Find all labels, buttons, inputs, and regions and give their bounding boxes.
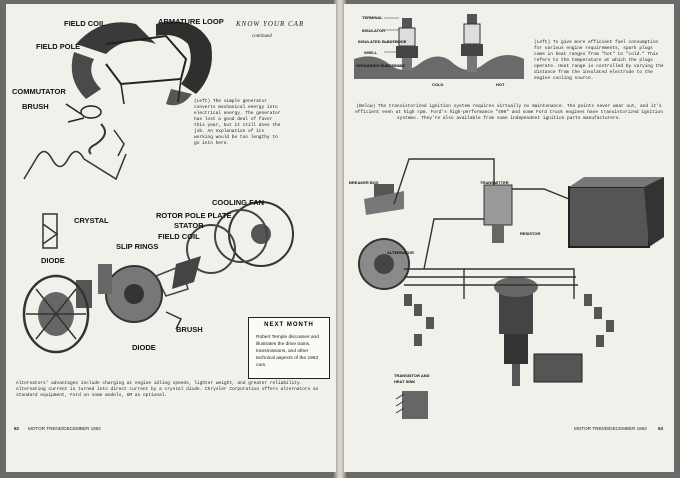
footer-publication-right: MOTOR TREND/DECEMBER 1962 (574, 426, 647, 431)
label-grounded-electrode: GROUNDED ELECTRODE (356, 63, 406, 68)
label-insulator: INSULATOR (362, 28, 385, 33)
footer-publication-left: MOTOR TREND/DECEMBER 1962 (28, 426, 101, 431)
label-commutator: COMMUTATOR (12, 87, 66, 96)
label-alternator: ALTERNATOR (387, 250, 414, 255)
label-breaker-box: BREAKER BOX (349, 180, 379, 185)
ignition-system-illustration (358, 158, 664, 419)
label-diode-2: DIODE (132, 343, 156, 352)
left-page: KNOW YOUR CAR continued FIELD COIL ARMAT… (6, 4, 336, 472)
plug-caption: (Left) To give more efficient fuel consu… (534, 40, 664, 81)
label-shell: SHELL (364, 50, 378, 55)
label-slip-rings: SLIP RINGS (116, 242, 159, 251)
label-resistor: RESISTOR (520, 231, 541, 236)
label-transistor: TRANSISTOR AND HEAT SINK (394, 373, 430, 384)
label-terminal: TERMINAL (362, 15, 383, 20)
bottom-caption: Alternators' advantages include charging… (16, 381, 319, 398)
label-crystal: CRYSTAL (74, 216, 109, 225)
label-hot: HOT (496, 82, 505, 87)
right-page: TERMINAL INSULATOR INSULATED ELECTRODE S… (344, 4, 674, 472)
footer-page-number-left: 62 (14, 426, 20, 431)
label-rotor-pole-plate: ROTOR POLE PLATE (156, 211, 232, 220)
spark-plug-illustration (354, 14, 524, 79)
label-armature-loop: ARMATURE LOOP (158, 17, 224, 26)
section-subtitle: continued (252, 34, 272, 39)
label-transmitter: TRANSMITTER (480, 180, 509, 185)
label-field-pole: FIELD POLE (36, 42, 81, 51)
section-title: KNOW YOUR CAR (236, 20, 305, 28)
generator-caption: (Left) The simple generator converts mec… (194, 99, 281, 146)
label-cooling-fan: COOLING FAN (212, 198, 265, 207)
label-insulated-electrode: INSULATED ELECTRODE (358, 39, 407, 44)
label-cold: COLD (432, 82, 444, 87)
next-month-title: NEXT MONTH (264, 322, 314, 328)
label-field-coil: FIELD COIL (64, 19, 106, 28)
next-month-box: NEXT MONTH Robert Temple discusses and i… (248, 317, 330, 379)
footer-page-number-right: 63 (658, 426, 664, 431)
generator-illustration (23, 21, 212, 181)
label-brush: BRUSH (22, 102, 49, 111)
next-month-body: Robert Temple discusses and illustrates … (256, 335, 319, 368)
label-field-coil-2: FIELD COIL (158, 232, 200, 241)
label-stator: STATOR (174, 221, 204, 230)
binding-gutter (334, 0, 346, 478)
alternator-illustration (22, 201, 294, 354)
label-brush-2: BRUSH (176, 325, 203, 334)
label-diode: DIODE (41, 256, 65, 265)
ignition-caption: (Below) The transistorized ignition syst… (355, 104, 663, 121)
